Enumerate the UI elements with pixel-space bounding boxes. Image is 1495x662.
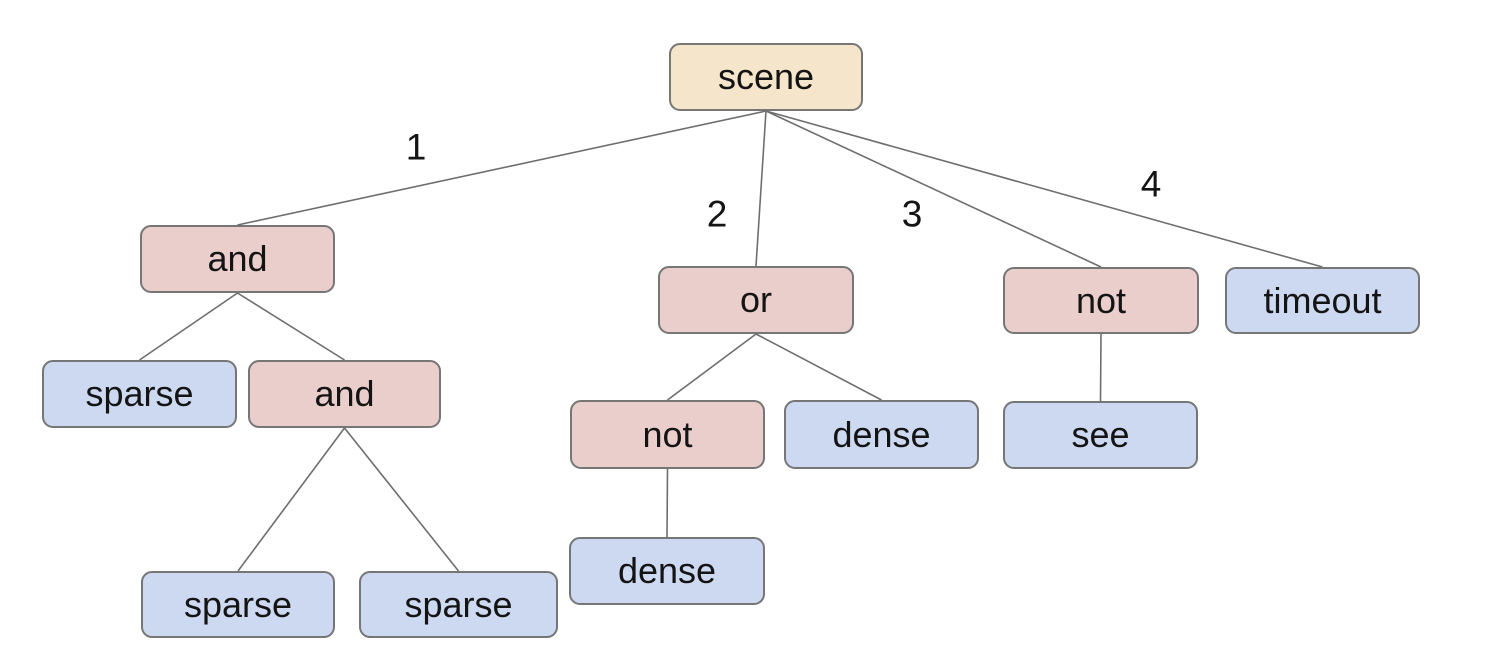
tree-node-not2: not [570,400,765,469]
tree-node-label: timeout [1263,279,1382,321]
edge-scene-or1 [755,110,767,267]
edge-or1-not2 [667,333,757,401]
tree-node-label: dense [832,413,931,455]
tree-node-label: not [1075,279,1127,321]
tree-node-sparse1: sparse [42,360,237,428]
tree-node-label: dense [617,550,717,591]
edge-not1-see1 [1099,333,1102,402]
tree-node-label: sparse [183,583,293,625]
tree-node-label: not [642,413,693,455]
tree-node-scene: scene [669,43,863,111]
edge-or1-dense1 [755,333,882,401]
edge-label-3: 3 [901,193,923,235]
edge-scene-timeout1 [765,110,1323,268]
tree-node-see1: see [1003,401,1198,469]
tree-node-label: and [314,373,375,414]
tree-node-label: sparse [85,373,194,414]
tree-node-label: and [207,238,268,279]
edge-and2-sparse3 [343,427,460,572]
tree-node-timeout1: timeout [1225,267,1420,334]
tree-node-or1: or [658,266,854,334]
edge-scene-and1 [237,110,767,226]
tree-node-and1: and [140,225,335,293]
tree-node-and2: and [248,360,441,428]
tree-node-dense1: dense [784,400,979,469]
tree-node-sparse2: sparse [141,571,335,638]
edge-label-1: 1 [405,126,427,168]
tree-node-dense2: dense [569,537,765,605]
edge-label-4: 4 [1140,163,1162,205]
edge-and1-sparse1 [139,292,238,361]
tree-node-not1: not [1003,267,1199,334]
tree-node-label: sparse [404,583,513,625]
edge-not2-dense2 [666,468,669,538]
edge-and2-sparse2 [237,427,346,572]
edge-and1-and2 [237,292,345,361]
edge-scene-not1 [765,110,1102,268]
edge-label-2: 2 [706,193,728,235]
tree-node-label: see [1071,414,1130,455]
tree-node-label: or [739,279,772,320]
tree-node-label: scene [717,56,815,97]
tree-node-sparse3: sparse [359,571,558,638]
